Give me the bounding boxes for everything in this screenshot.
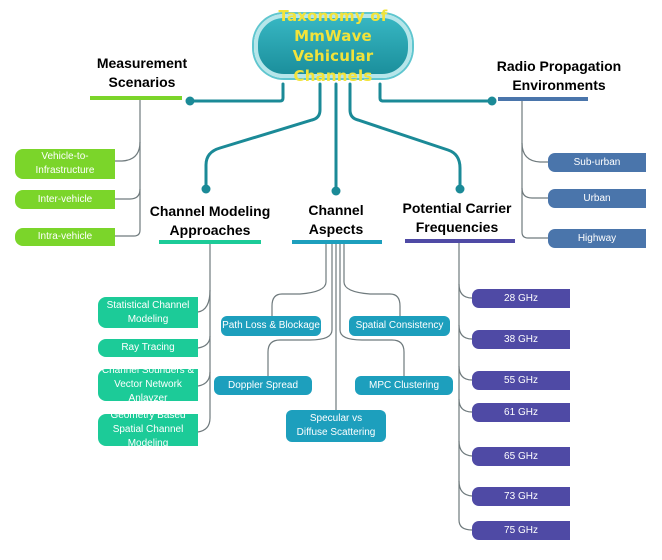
root-node: Taxonomy of MmWave Vehicular Channels [254, 7, 412, 85]
carrier-item-38ghz: 38 GHz [472, 330, 570, 349]
modeling-item-channel-sounders: Channel Sounders & Vector Network Anlayz… [98, 365, 198, 404]
category-modeling-label: Channel Modeling Approaches [149, 203, 271, 238]
aspect-item-doppler-spread: Doppler Spread [214, 376, 312, 395]
carrier-item-73ghz: 73 GHz [472, 487, 570, 506]
category-aspects-bar [292, 240, 382, 244]
carrier-item-61ghz: 61 GHz [472, 403, 570, 422]
category-carrier-bar [405, 239, 515, 243]
radio-item-urban: Urban [548, 189, 646, 208]
category-radio-label: Radio Propagation Environments [496, 58, 622, 93]
aspect-item-mpc-clustering: MPC Clustering [355, 376, 453, 395]
carrier-item-65ghz: 65 GHz [472, 447, 570, 466]
category-measurement-bar [90, 96, 182, 100]
root-title: Taxonomy of MmWave Vehicular Channels [278, 7, 388, 85]
measurement-item-intra-vehicle: Intra-vehicle [15, 228, 115, 246]
carrier-item-28ghz: 28 GHz [472, 289, 570, 308]
aspect-item-specular-diffuse: Specular vs Diffuse Scattering [286, 410, 386, 442]
measurement-item-v2i: Vehicle-to- Infrastructure [15, 149, 115, 179]
category-carrier-label: Potential Carrier Frequencies [402, 200, 512, 235]
aspect-item-path-loss: Path Loss & Blockage [221, 316, 321, 336]
carrier-item-75ghz: 75 GHz [472, 521, 570, 540]
aspect-item-spatial-consistency: Spatial Consistency [349, 316, 450, 336]
category-aspects-label: Channel Aspects [308, 202, 364, 237]
modeling-item-ray-tracing: Ray Tracing [98, 339, 198, 357]
modeling-item-geometry-based: Geometry Based Spatial Channel Modeling [98, 410, 198, 449]
measurement-item-inter-vehicle: Inter-vehicle [15, 190, 115, 209]
radio-item-highway: Highway [548, 229, 646, 248]
category-measurement-label: Measurement Scenarios [96, 55, 188, 90]
radio-item-sub-urban: Sub-urban [548, 153, 646, 172]
modeling-item-statistical: Statistical Channel Modeling [98, 297, 198, 328]
category-modeling-bar [159, 240, 261, 244]
carrier-item-55ghz: 55 GHz [472, 371, 570, 390]
category-radio-bar [498, 97, 588, 101]
